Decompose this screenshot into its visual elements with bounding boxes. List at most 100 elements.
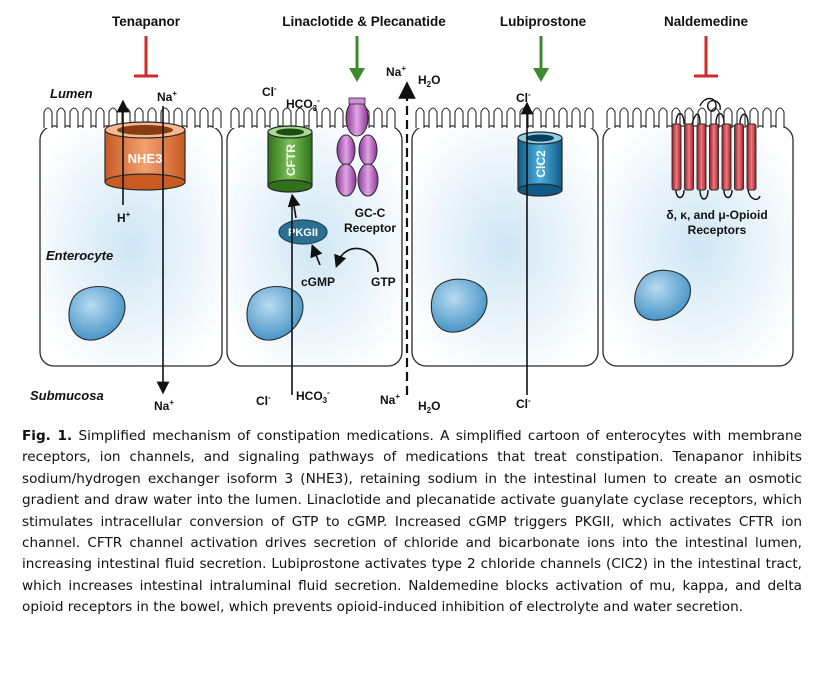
microvillus bbox=[95, 107, 105, 128]
opioid-label: δ, κ, and μ-Opioid bbox=[666, 208, 767, 222]
microvillus bbox=[415, 107, 425, 128]
cell-3 bbox=[411, 125, 599, 367]
microvillus bbox=[186, 107, 196, 128]
caption-text: Simplified mechanism of constipation med… bbox=[22, 428, 802, 616]
gtp-label: GTP bbox=[371, 275, 396, 289]
cftr-channel: CFTR bbox=[267, 125, 313, 193]
nhe3-label: NHE3 bbox=[128, 151, 163, 166]
cftr-label: CFTR bbox=[284, 144, 298, 176]
microvillus bbox=[173, 107, 183, 128]
opioid-helix bbox=[671, 123, 682, 191]
microvillus bbox=[295, 107, 305, 128]
microvillus bbox=[532, 107, 542, 128]
opioid-receptor bbox=[671, 97, 761, 201]
microvillus bbox=[243, 107, 253, 128]
opioid-helix bbox=[696, 123, 707, 191]
nhe3-transporter: NHE3 bbox=[104, 121, 186, 191]
microvillus bbox=[619, 107, 629, 128]
microvillus bbox=[69, 107, 79, 128]
microvillus bbox=[308, 107, 318, 128]
clc2-label: ClC2 bbox=[534, 150, 548, 178]
microvillus bbox=[212, 107, 222, 128]
microvillus bbox=[749, 107, 759, 128]
cl-minus-clc2-label: Cl- bbox=[516, 90, 531, 105]
microvillus bbox=[56, 107, 66, 128]
na-plus-paracellular-label: Na+ bbox=[386, 64, 406, 79]
microvillus bbox=[658, 107, 668, 128]
linaclotide-plecanatide-label: Linaclotide & Plecanatide bbox=[282, 14, 446, 29]
enterocyte-label: Enterocyte bbox=[46, 248, 113, 263]
microvillus bbox=[82, 107, 92, 128]
mechanism-diagram: Tenapanor Linaclotide & Plecanatide Lubi… bbox=[30, 14, 794, 415]
microvillus bbox=[43, 107, 53, 128]
nucleus-2 bbox=[246, 286, 304, 341]
gc-c-receptor-label: Receptor bbox=[344, 221, 396, 235]
microvillus bbox=[684, 107, 694, 128]
microvillus bbox=[441, 107, 451, 128]
cl-minus-clc2-basal-label: Cl- bbox=[516, 396, 531, 411]
microvillus bbox=[775, 107, 785, 128]
pkgii-node: PKGII bbox=[278, 219, 328, 245]
microvillus bbox=[506, 107, 516, 128]
na-plus-lumen-label: Na+ bbox=[157, 89, 177, 104]
microvillus bbox=[256, 107, 266, 128]
lumen-label: Lumen bbox=[50, 86, 93, 101]
opioid-receptors-label: Receptors bbox=[688, 223, 747, 237]
microvillus bbox=[584, 107, 594, 128]
hco3-minus-basal-label: HCO3- bbox=[296, 388, 330, 405]
clc2-channel: ClC2 bbox=[517, 131, 563, 197]
naldemedine-label: Naldemedine bbox=[664, 14, 749, 29]
nucleus-3 bbox=[430, 278, 488, 333]
linaclotide-activate-arrow bbox=[349, 36, 365, 82]
tenapanor-label: Tenapanor bbox=[112, 14, 181, 29]
lubiprostone-activate-arrow bbox=[533, 36, 549, 82]
microvillus bbox=[282, 107, 292, 128]
gtp-to-cgmp-arrow bbox=[334, 247, 379, 273]
gc-c-receptor bbox=[335, 97, 379, 197]
opioid-helix bbox=[721, 123, 732, 191]
microvillus bbox=[386, 107, 396, 128]
h-plus-label: H+ bbox=[117, 210, 131, 225]
microvillus bbox=[230, 107, 240, 128]
nucleus-1 bbox=[68, 286, 126, 341]
microvillus bbox=[428, 107, 438, 128]
hco3-minus-cftr-label: HCO3- bbox=[286, 96, 320, 113]
submucosa-label: Submucosa bbox=[30, 388, 104, 403]
microvillus bbox=[545, 107, 555, 128]
figure-caption: Fig. 1. Simplified mechanism of constipa… bbox=[22, 426, 802, 619]
gc-c-label: GC-C bbox=[355, 206, 386, 220]
na-plus-submucosa-paracellular-label: Na+ bbox=[380, 392, 400, 407]
caption-label: Fig. 1. bbox=[22, 428, 73, 444]
microvillus bbox=[454, 107, 464, 128]
microvillus bbox=[723, 107, 733, 128]
h2o-lumen-label: H2O bbox=[418, 73, 440, 89]
opioid-helix bbox=[709, 123, 719, 191]
cgmp-to-pkgii-arrow bbox=[310, 244, 323, 266]
tenapanor-inhibit-symbol bbox=[134, 36, 158, 78]
cl-minus-basal-label: Cl- bbox=[256, 393, 271, 408]
opioid-helix bbox=[734, 123, 744, 191]
microvillus bbox=[710, 107, 720, 128]
microvillus bbox=[762, 107, 772, 128]
na-plus-submucosa-label: Na+ bbox=[154, 398, 174, 413]
pkgii-label: PKGII bbox=[288, 227, 318, 239]
microvillus bbox=[467, 107, 477, 128]
microvillus bbox=[269, 107, 279, 128]
microvillus bbox=[199, 107, 209, 128]
microvillus bbox=[632, 107, 642, 128]
pkgii-to-cftr-arrow bbox=[287, 193, 301, 219]
opioid-helix bbox=[746, 123, 757, 191]
lubiprostone-label: Lubiprostone bbox=[500, 14, 587, 29]
h2o-submucosa-label: H2O bbox=[418, 399, 440, 415]
microvillus bbox=[480, 107, 490, 128]
microvillus bbox=[373, 107, 383, 128]
microvillus bbox=[645, 107, 655, 128]
microvillus bbox=[606, 107, 616, 128]
cgmp-label: cGMP bbox=[301, 275, 335, 289]
nucleus-4 bbox=[634, 269, 691, 321]
microvillus bbox=[493, 107, 503, 128]
cl-minus-cftr-label: Cl- bbox=[262, 84, 277, 99]
microvillus bbox=[558, 107, 568, 128]
microvillus bbox=[321, 107, 331, 128]
naldemedine-inhibit-symbol bbox=[694, 36, 718, 78]
